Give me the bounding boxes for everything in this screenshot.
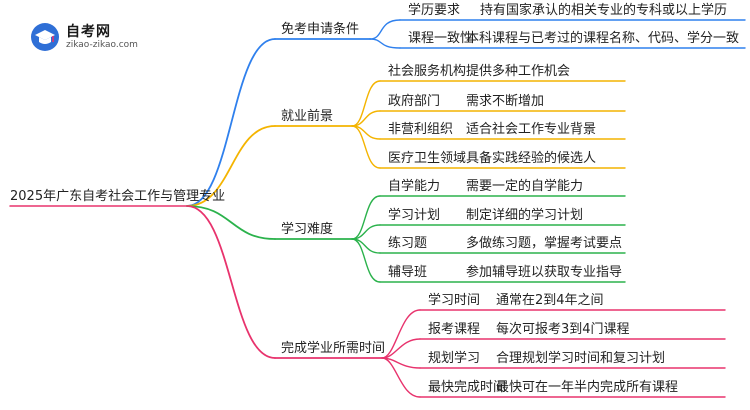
leaf-label: 医疗卫生领域: [388, 151, 467, 166]
site-logo: 自考网 zikao-zikao.com: [30, 20, 142, 54]
leaf-detail: 制定详细的学习计划: [466, 208, 584, 223]
leaf-detail: 提供多种工作机会: [466, 64, 571, 79]
leaf-label: 规划学习: [428, 351, 481, 366]
leaf-label: 辅导班: [388, 265, 428, 280]
branch-label: 免考申请条件: [281, 22, 360, 37]
branch-label: 学习难度: [281, 222, 334, 237]
leaf-detail: 合理规划学习时间和复习计划: [496, 351, 666, 366]
leaf-detail: 本科课程与已考过的课程名称、代码、学分一致: [466, 31, 740, 46]
leaf-connector: [351, 238, 381, 283]
leaf-connector: [351, 80, 381, 127]
logo-url: zikao-zikao.com: [66, 40, 138, 50]
leaf-label: 最快完成时间: [428, 380, 507, 395]
leaf-detail: 多做练习题，掌握考试要点: [466, 236, 623, 251]
branch-connector: [186, 38, 276, 207]
branch-connector: [186, 125, 276, 207]
leaf-label: 练习题: [388, 236, 428, 251]
leaf-label: 自学能力: [388, 179, 441, 194]
graduation-cap-icon: [31, 23, 59, 51]
leaf-label: 报考课程: [428, 322, 481, 337]
leaf-connector: [369, 38, 401, 49]
leaf-connector: [381, 309, 421, 359]
leaf-label: 课程一致性: [408, 31, 474, 46]
leaf-connector: [351, 125, 381, 169]
logo-title: 自考网: [66, 24, 111, 40]
leaf-connector: [381, 357, 421, 398]
leaf-label: 学历要求: [408, 3, 461, 18]
leaf-detail: 具备实践经验的候选人: [466, 151, 597, 166]
branch-connector: [186, 205, 276, 240]
leaf-detail: 通常在2到4年之间: [496, 293, 604, 308]
leaf-label: 学习时间: [428, 293, 481, 308]
leaf-detail: 每次可报考3到4门课程: [496, 322, 630, 337]
leaf-label: 社会服务机构: [388, 64, 467, 79]
leaf-label: 学习计划: [388, 208, 441, 223]
leaf-label: 政府部门: [388, 94, 441, 109]
leaf-connector: [351, 195, 381, 240]
branch-connector: [186, 205, 276, 359]
leaf-connector: [369, 19, 401, 40]
root-topic: 2025年广东自考社会工作与管理专业: [10, 189, 226, 204]
leaf-detail: 参加辅导班以获取专业指导: [466, 265, 623, 280]
leaf-connector: [381, 338, 421, 359]
leaf-detail: 需要一定的自学能力: [466, 179, 584, 194]
leaf-label: 非营利组织: [388, 122, 454, 137]
branch-label: 完成学业所需时间: [281, 341, 386, 356]
leaf-detail: 适合社会工作专业背景: [466, 122, 597, 137]
branch-label: 就业前景: [281, 109, 334, 124]
leaf-detail: 需求不断增加: [466, 94, 545, 109]
leaf-detail: 持有国家承认的相关专业的专科或以上学历: [480, 3, 728, 18]
leaf-detail: 最快可在一年半内完成所有课程: [496, 380, 679, 395]
